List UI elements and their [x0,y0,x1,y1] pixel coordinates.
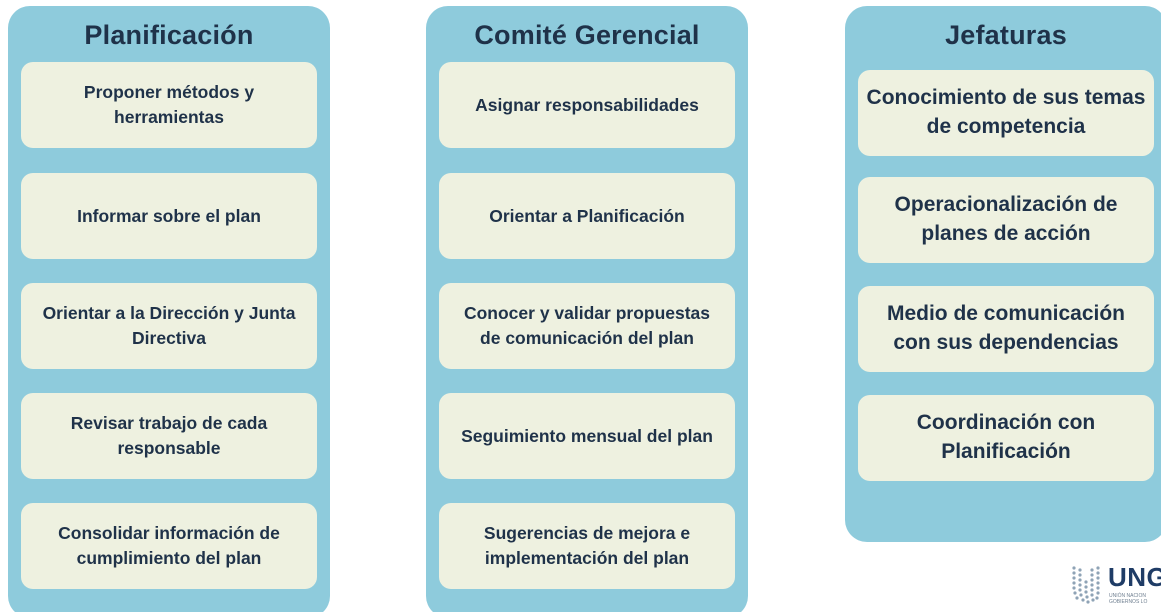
task-card: Orientar a Planificación [439,173,735,259]
ung-logo: UNG UNIÓN NACION GOBIERNOS LO [1068,560,1161,612]
column-comite-gerencial: Comité Gerencial Asignar responsabilidad… [426,6,748,612]
ung-emblem-icon [1072,566,1100,604]
task-card: Revisar trabajo de cada responsable [21,393,317,479]
logo-subtitle-line: GOBIERNOS LO [1109,599,1148,605]
task-card: Medio de comunicación con sus dependenci… [858,286,1154,372]
task-card: Consolidar información de cumplimiento d… [21,503,317,589]
column-planificacion: Planificación Proponer métodos y herrami… [8,6,330,612]
task-card: Asignar responsabilidades [439,62,735,148]
task-card: Coordinación con Planificación [858,395,1154,481]
column-title: Jefaturas [945,20,1067,50]
task-card: Seguimiento mensual del plan [439,393,735,479]
logo-text: UNG [1108,562,1161,592]
column-title: Comité Gerencial [474,20,700,50]
task-card: Conocer y validar propuestas de comunica… [439,283,735,369]
task-card: Informar sobre el plan [21,173,317,259]
column-title: Planificación [84,20,254,50]
logo-subtitle: UNIÓN NACION GOBIERNOS LO [1109,593,1147,605]
logo-subtitle-line: UNIÓN NACION [1109,593,1146,599]
task-card: Orientar a la Dirección y Junta Directiv… [21,283,317,369]
task-card: Operacionalización de planes de acción [858,177,1154,263]
task-card: Sugerencias de mejora e implementación d… [439,503,735,589]
task-card: Conocimiento de sus temas de competencia [858,70,1154,156]
column-jefaturas: Jefaturas Conocimiento de sus temas de c… [845,6,1161,542]
task-card: Proponer métodos y herramientas [21,62,317,148]
